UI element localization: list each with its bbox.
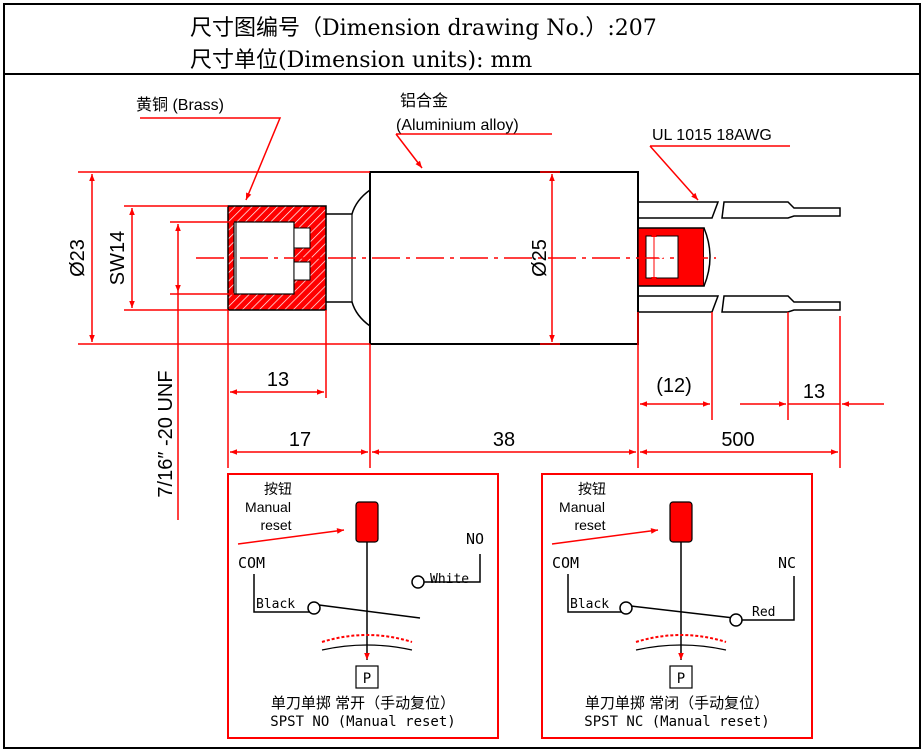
- schematic-nc-frame: [541, 473, 813, 739]
- dim-13-nut: 13: [267, 369, 289, 391]
- dim-13-strip: 13: [803, 381, 825, 403]
- dimension-lines: [89, 174, 884, 520]
- no-button-label-en2: reset: [260, 517, 291, 533]
- nc-button-label-cn: 按钮: [578, 481, 606, 497]
- no-button-label-en1: Manual: [245, 499, 291, 515]
- no-pressure-label: P: [363, 671, 371, 687]
- nc-reset-button: [669, 501, 693, 543]
- nc-button-label-en1: Manual: [559, 499, 605, 515]
- alloy-label-en: (Aluminium alloy): [396, 117, 519, 134]
- dim-diameter-25: Ø25: [529, 239, 551, 277]
- no-white-label: White: [430, 572, 469, 587]
- no-reset-button: [355, 501, 379, 543]
- dimension-units-title: 尺寸单位(Dimension units): mm: [190, 48, 533, 73]
- nc-caption-en: SPST NC (Manual reset): [584, 714, 769, 730]
- dim-38: 38: [493, 429, 515, 451]
- no-black-label: Black: [256, 597, 295, 612]
- alloy-label-cn: 铝合金: [400, 92, 448, 110]
- nc-red-label: Red: [752, 605, 775, 620]
- nc-pressure-box: [669, 665, 693, 689]
- nc-button-label-en2: reset: [574, 517, 605, 533]
- dim-500: 500: [721, 429, 754, 451]
- brass-label: 黄铜 (Brass): [136, 96, 224, 114]
- no-caption-cn: 单刀单掷 常开（手动复位）: [271, 694, 455, 712]
- nc-nc-label: NC: [778, 554, 796, 572]
- schematic-no-frame: [227, 473, 499, 739]
- wire-label: UL 1015 18AWG: [652, 127, 772, 144]
- dim-thread: 7/16″ -20 UNF: [155, 370, 177, 497]
- schematic-nc: 按钮 Manual reset COM NC Red Black P 单刀单掷 …: [551, 481, 796, 730]
- nc-pressure-label: P: [677, 671, 685, 687]
- no-no-label: NO: [466, 530, 484, 548]
- dim-17: 17: [289, 429, 311, 451]
- no-caption-en: SPST NO (Manual reset): [270, 714, 455, 730]
- dim-diameter-23: Ø23: [67, 239, 89, 277]
- schematic-no: 按钮 Manual reset COM NO White Black P 单刀单…: [237, 481, 484, 730]
- dim-sw14: SW14: [107, 231, 129, 285]
- no-pressure-box: [355, 665, 379, 689]
- drawing-number-title: 尺寸图编号（Dimension drawing No.）:207: [190, 16, 657, 41]
- no-com-label: COM: [238, 554, 265, 572]
- dim-diameter-9: Ø9: [657, 246, 674, 267]
- nc-black-label: Black: [570, 597, 609, 612]
- lead-wires: [638, 201, 841, 313]
- nc-caption-cn: 单刀单掷 常闭（手动复位）: [585, 694, 769, 712]
- extension-lines: [78, 171, 841, 468]
- nc-com-label: COM: [552, 554, 579, 572]
- no-button-label-cn: 按钮: [264, 481, 292, 497]
- rear-cap: [637, 227, 711, 287]
- sheet-frame: [3, 3, 921, 749]
- leader-lines: [140, 117, 790, 200]
- dim-12: (12): [656, 375, 692, 397]
